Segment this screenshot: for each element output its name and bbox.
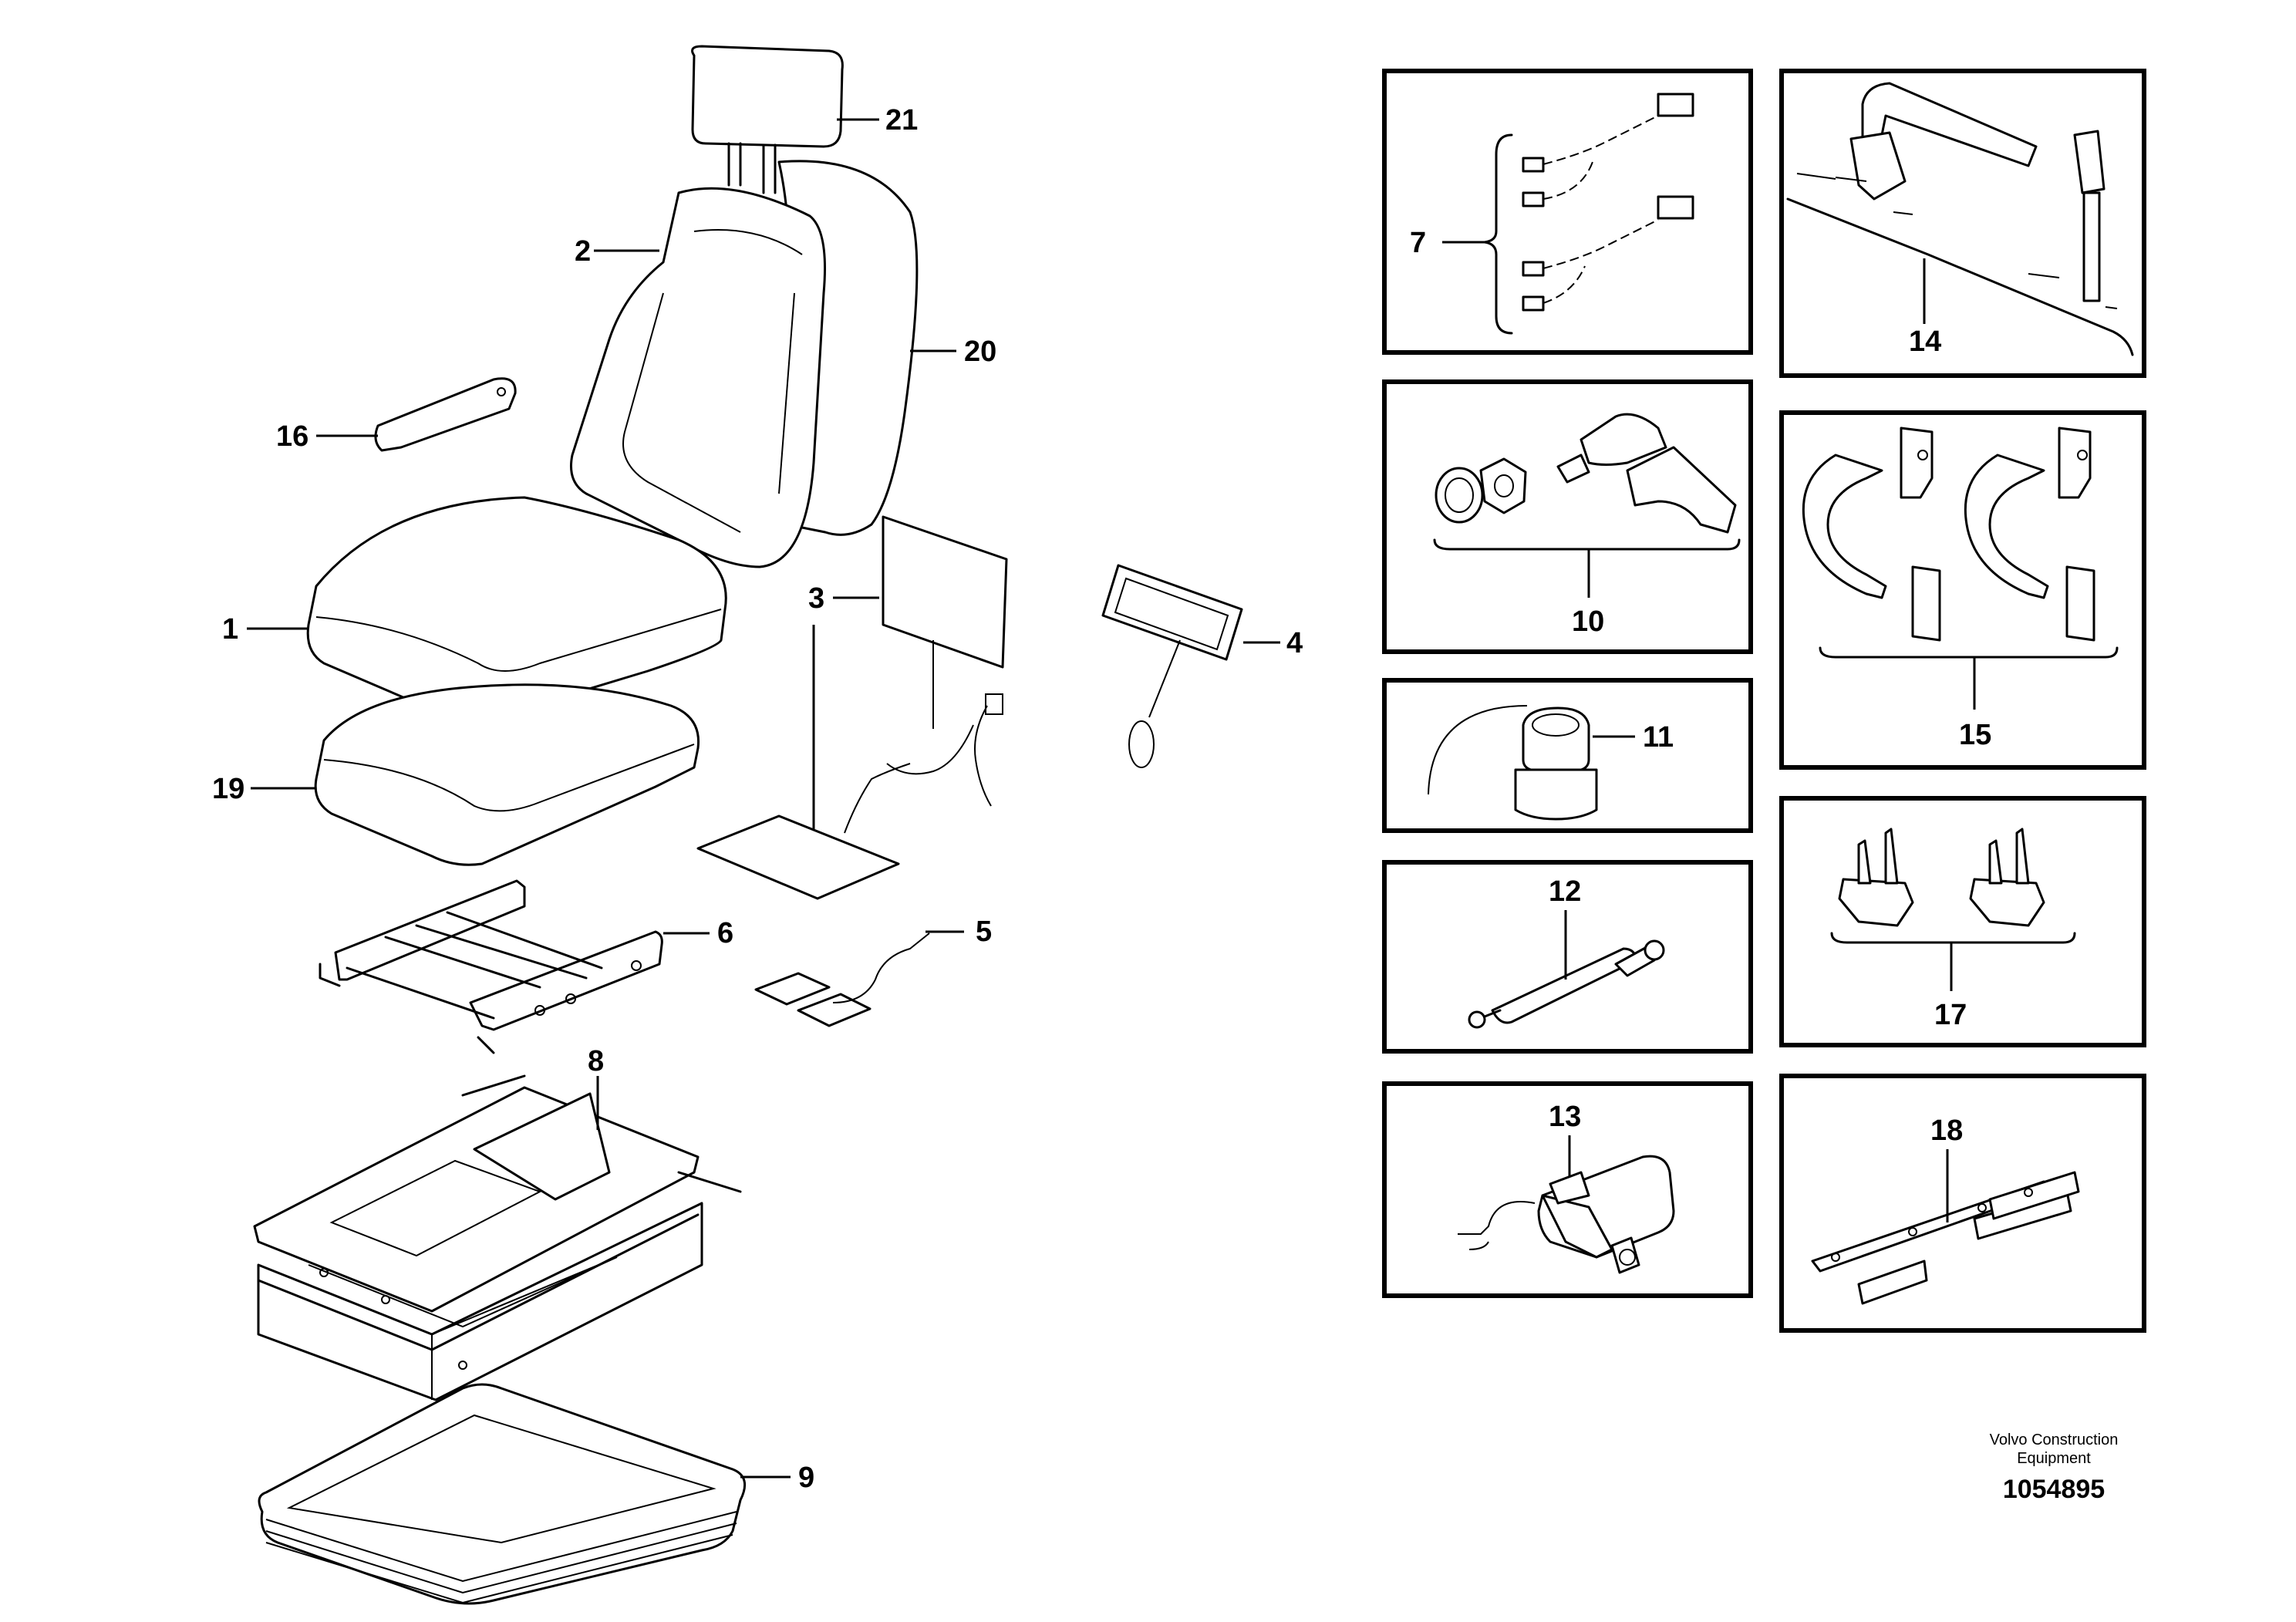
callout-8: 8 — [588, 1045, 604, 1077]
part-backrest — [570, 187, 826, 568]
detail-box-15: 15 — [1779, 410, 2146, 770]
callout-labels-left: 21 2 20 16 1 19 3 4 5 6 8 9 — [212, 104, 1303, 1494]
callout-14: 14 — [1909, 325, 1941, 358]
detail-box-13: 13 — [1382, 1081, 1753, 1298]
callout-1: 1 — [222, 613, 238, 646]
callout-11: 11 — [1643, 721, 1674, 754]
company-name-line-1: Volvo Construction — [1990, 1431, 2119, 1448]
callout-2: 2 — [575, 235, 591, 268]
callout-20: 20 — [964, 336, 996, 368]
callout-16: 16 — [276, 420, 308, 453]
detail-box-10: 10 — [1382, 379, 1753, 654]
company-name-line-2: Equipment — [2017, 1450, 2091, 1467]
detail-box-18: 18 — [1779, 1074, 2146, 1333]
part-armrest — [374, 377, 517, 452]
drawing-reference-number: 1054895 — [2003, 1475, 2105, 1504]
callout-6: 6 — [717, 917, 733, 949]
callout-5: 5 — [976, 916, 992, 948]
callout-15: 15 — [1959, 719, 1991, 751]
callout-10: 10 — [1572, 605, 1604, 638]
part-bellows — [258, 1383, 747, 1605]
part-headrest — [691, 45, 844, 194]
callout-18: 18 — [1930, 1114, 1963, 1147]
detail-box-7: 7 — [1382, 69, 1753, 355]
callout-13: 13 — [1549, 1101, 1581, 1133]
part-label-plate — [1101, 564, 1243, 768]
detail-box-11: 11 — [1382, 678, 1753, 833]
detail-box-14: 14 — [1779, 69, 2146, 378]
part-seat-frame — [319, 879, 663, 1054]
part-heating-mat — [696, 515, 1008, 900]
part-suspension — [253, 1074, 742, 1401]
footer-block: Volvo Construction Equipment 1054895 — [1990, 1431, 2119, 1504]
callout-7: 7 — [1410, 227, 1426, 259]
part-seat-foam — [314, 683, 700, 866]
detail-box-12: 12 — [1382, 860, 1753, 1054]
detail-box-17: 17 — [1779, 796, 2146, 1047]
callout-19: 19 — [212, 773, 244, 805]
callout-17: 17 — [1934, 999, 1967, 1031]
callout-12: 12 — [1549, 875, 1581, 908]
callout-21: 21 — [885, 104, 918, 137]
callout-4: 4 — [1286, 627, 1303, 659]
part-sensor-mats — [754, 932, 930, 1027]
callout-3: 3 — [808, 582, 824, 615]
callout-9: 9 — [798, 1462, 814, 1494]
leader-lines — [247, 118, 1280, 1479]
